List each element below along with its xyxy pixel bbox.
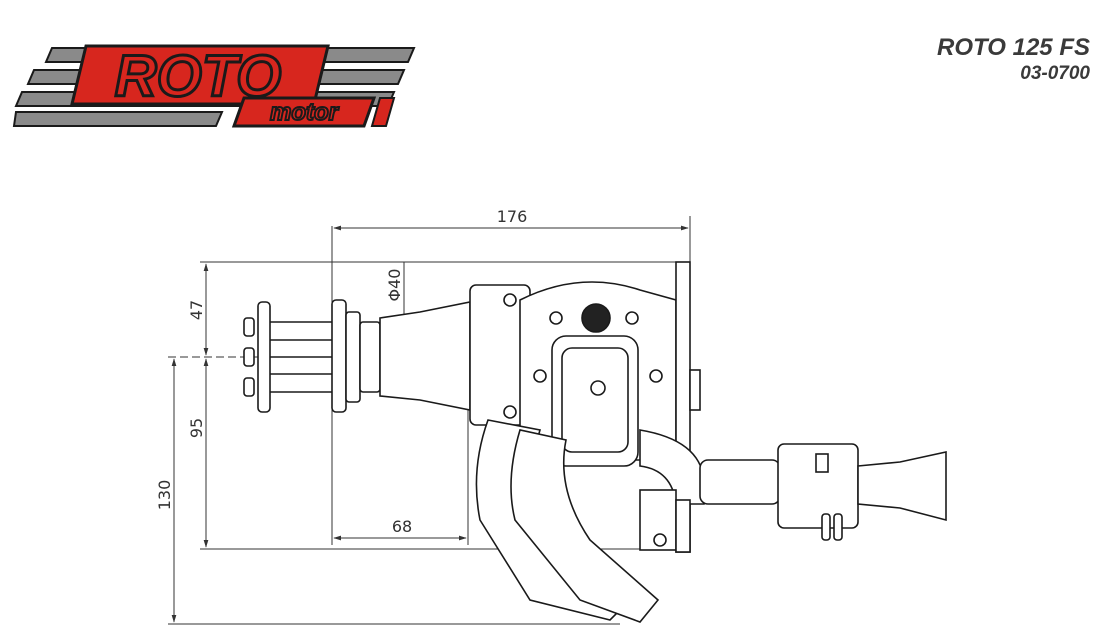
- part-code: 03-0700: [1020, 63, 1090, 84]
- dim-176: 176: [497, 207, 528, 226]
- exhaust-pipe-2: [510, 429, 660, 623]
- dim-95: 95: [187, 418, 206, 438]
- dim-47: 47: [187, 300, 206, 320]
- logo-motor-text: motor: [270, 99, 340, 126]
- crankcase-nose: [379, 301, 471, 411]
- roto-motor-logo: ROTO motor: [12, 43, 416, 128]
- spark-plug: [581, 303, 611, 333]
- dim-diameter-40: Φ40: [385, 269, 404, 302]
- title-block: ROTO 125 FS 03-0700: [937, 34, 1090, 86]
- velocity-stack: [857, 451, 947, 522]
- prop-plate-front: [257, 301, 271, 413]
- model-name: ROTO 125 FS: [937, 34, 1090, 61]
- dim-130: 130: [155, 480, 174, 511]
- prop-plate-rear: [331, 299, 347, 413]
- dim-68: 68: [392, 517, 412, 536]
